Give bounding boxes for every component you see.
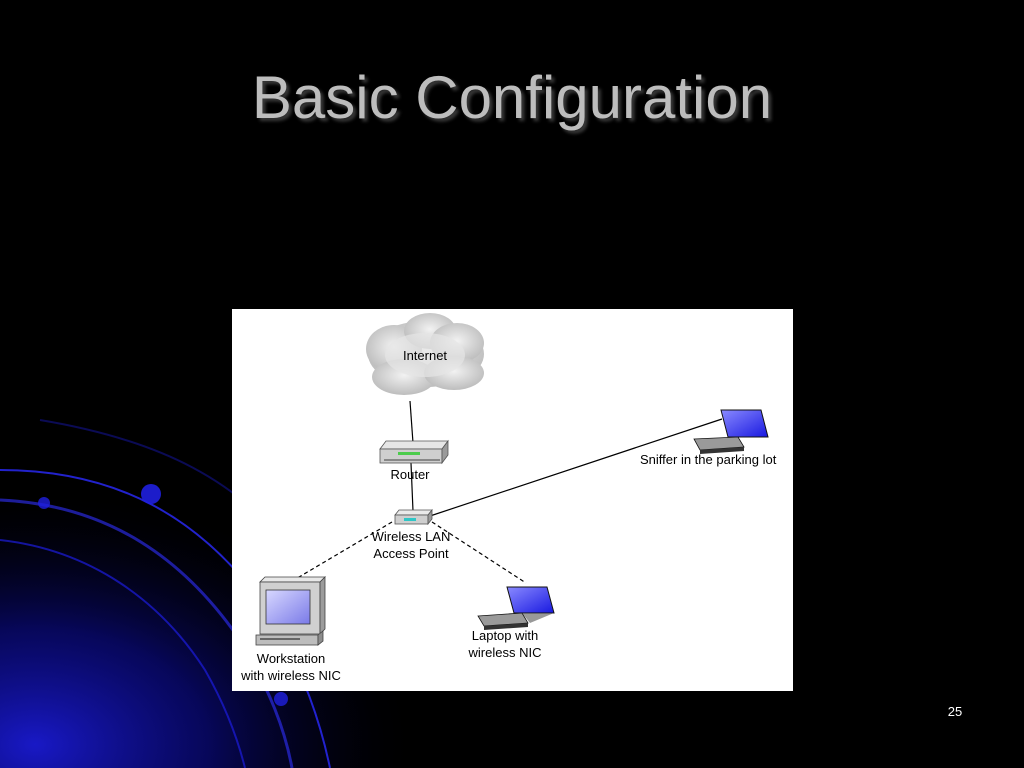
workstation-icon bbox=[255, 576, 326, 646]
link-router-ap bbox=[410, 462, 414, 512]
link-ap-laptop bbox=[431, 521, 527, 584]
slide-title: Basic Configuration bbox=[251, 64, 773, 131]
link-ap-workstation bbox=[293, 521, 393, 581]
laptop-icon bbox=[477, 586, 555, 630]
diagram-drawing bbox=[255, 313, 769, 646]
access-point-label: Wireless LAN Access Point bbox=[371, 529, 451, 561]
router-icon bbox=[379, 439, 449, 465]
access-point-icon bbox=[394, 508, 433, 526]
router-label: Router bbox=[390, 467, 430, 482]
laptop-label: Laptop with wireless NIC bbox=[468, 628, 542, 660]
network-diagram: Internet Router Wireless LAN Access Poin… bbox=[232, 309, 793, 691]
swirl-dot bbox=[141, 484, 161, 504]
cloud-icon bbox=[366, 313, 484, 395]
swirl-dot bbox=[274, 692, 288, 706]
internet-label: Internet bbox=[402, 348, 448, 363]
sniffer-label: Sniffer in the parking lot bbox=[640, 452, 777, 467]
sniffer-laptop-icon bbox=[693, 409, 769, 454]
link-ap-sniffer bbox=[429, 418, 723, 517]
link-internet-router bbox=[409, 400, 414, 444]
workstation-label: Workstation with wireless NIC bbox=[241, 651, 341, 683]
slide-number: 25 bbox=[947, 704, 963, 719]
swirl-dot bbox=[38, 497, 50, 509]
